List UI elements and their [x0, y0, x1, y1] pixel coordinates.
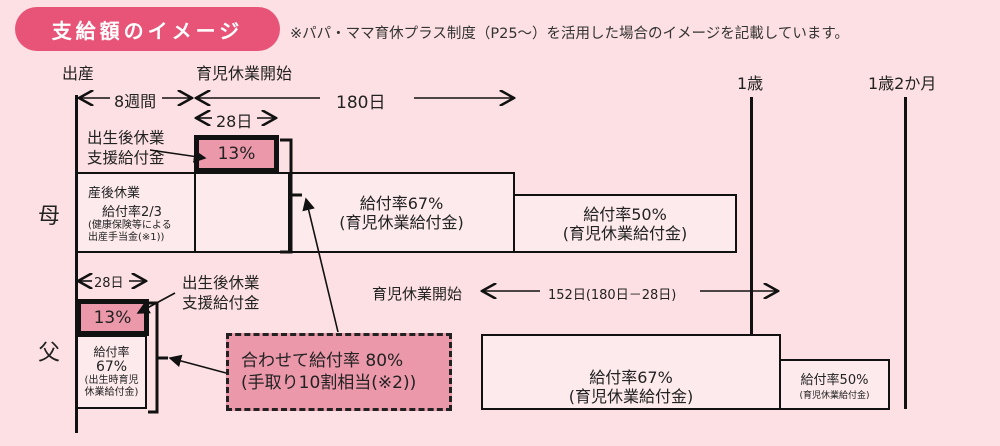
father-birth-leave-line1: 給付率 — [93, 345, 130, 359]
mother-support-rate: 13% — [217, 144, 256, 164]
mother-rate50-box: 給付率50% (育児休業給付金) — [513, 194, 737, 253]
label-age-1y2m: 1歳2か月 — [868, 74, 937, 93]
father-leave-start-label: 育児休業開始 — [372, 285, 463, 303]
maternity-line2: 給付率2/3 — [102, 204, 162, 220]
father-label: 父 — [38, 341, 61, 366]
mother-label: 母 — [38, 204, 61, 229]
mother-rate50-line1: 給付率50% — [583, 204, 667, 224]
mother-rate50-line2: (育児休業給付金) — [562, 223, 688, 243]
maternity-line3: (健康保険等による — [88, 219, 172, 231]
birth-axis-line — [75, 95, 78, 433]
father-rate50-box: 給付率50% (育児休業給付金) — [779, 359, 890, 410]
label-birth: 出産 — [62, 64, 95, 83]
mother-support-pointer — [149, 149, 207, 163]
mother-rate67-line1: 給付率67% — [359, 193, 444, 213]
father-bracket — [148, 301, 159, 414]
father-rate67-box: 給付率67% (育児休業給付金) — [481, 334, 781, 410]
father-birth-leave-line2: 67% — [95, 359, 128, 375]
father-support-rate: 13% — [93, 307, 132, 328]
father-rate50-line2: (育児休業給付金) — [799, 390, 870, 401]
span-28days-father-label: 28日 — [93, 272, 125, 291]
label-leave-start: 育児休業開始 — [196, 64, 293, 83]
father-rate67-line2: (育児休業給付金) — [568, 387, 694, 406]
father-support-pointer — [136, 292, 176, 314]
father-support-label-line2: 支援給付金 — [182, 294, 260, 312]
father-birth-leave-line3: (出生時育児 — [84, 375, 139, 386]
mother-support-label-line2: 支援給付金 — [87, 149, 165, 167]
father-birth-leave-line4: 休業給付金) — [84, 387, 139, 398]
maternity-line4: 出産手当金(※1)) — [88, 231, 165, 243]
combined-line1: 合わせて給付率 80% — [241, 351, 404, 371]
father-support-label: 出生後休業 支援給付金 — [182, 273, 260, 313]
span-8weeks-label: 8週間 — [112, 88, 159, 112]
father-rate67-line1: 給付率67% — [589, 368, 673, 387]
mother-birth-period-box — [194, 172, 290, 253]
father-rate50-line1: 給付率50% — [800, 372, 869, 388]
header-note: ※パパ・ママ育休プラス制度（P25～）を活用した場合のイメージを記載しています。 — [290, 26, 849, 42]
maternity-line1: 産後休業 — [88, 185, 141, 201]
combined-line2: (手取り10割相当(※2)) — [241, 373, 417, 393]
father-support-label-line1: 出生後休業 — [182, 274, 260, 292]
mother-support-label-line1: 出生後休業 — [87, 129, 165, 147]
span-180days-label: 180日 — [330, 88, 392, 113]
combined-to-father-pointer — [168, 354, 227, 374]
section-title-badge: 支給額のイメージ — [15, 7, 280, 51]
age-1-line — [750, 97, 753, 337]
mother-support-label: 出生後休業 支援給付金 — [87, 128, 165, 168]
age-1y2m-line — [904, 97, 907, 409]
father-birth-leave-box: 給付率 67% (出生時育児 休業給付金) — [76, 335, 147, 409]
mother-maternity-box: 産後休業 給付率2/3 (健康保険等による 出産手当金(※1)) — [76, 172, 196, 253]
label-age-1: 1歳 — [737, 74, 764, 93]
mother-rate67-box: 給付率67% (育児休業給付金) — [288, 172, 515, 253]
combined-rate-callout: 合わせて給付率 80% (手取り10割相当(※2)) — [226, 333, 452, 411]
mother-bracket — [280, 138, 293, 254]
span-28days-mother-label: 28日 — [214, 108, 255, 132]
span-152days-label: 152日(180日－28日) — [546, 284, 679, 303]
combined-to-mother-pointer — [302, 197, 339, 333]
mother-rate67-line2: (育児休業給付金) — [339, 212, 464, 232]
